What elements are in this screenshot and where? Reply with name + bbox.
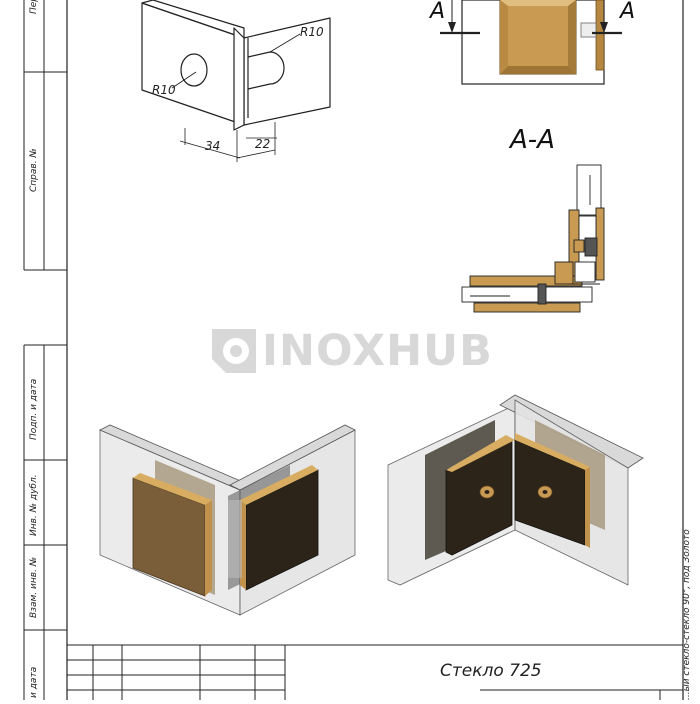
hinge-plate-top-edge	[141, 0, 245, 39]
frame-label-data: и дата	[29, 666, 39, 698]
frame-label-inv-dubl: Инв. № дубл.	[29, 474, 39, 536]
frame-label-sprav: Справ. №	[29, 148, 39, 192]
title-glass-note: Стекло 725	[440, 661, 542, 681]
section-title: A-A	[508, 125, 555, 155]
frame-label-vzam-inv: Взам. инв. №	[29, 556, 39, 618]
hinge-isometric-drawing	[141, 0, 331, 162]
frame-label-podp-data: Подп. и дата	[29, 378, 39, 440]
hinge-plate-thickness	[233, 27, 245, 131]
section-mark-right: A	[618, 0, 635, 24]
title-block	[67, 644, 683, 700]
dimension-width-34: 34	[205, 139, 220, 153]
render-hinge-bronze	[99, 424, 356, 616]
hinge-hole-left	[180, 53, 208, 87]
front-view-drawing	[440, 0, 622, 85]
left-margin-strip	[23, 0, 67, 700]
frame-label-perv: Перв.	[29, 0, 39, 14]
dimension-radius-right: R10	[300, 25, 324, 39]
render-hinge-dark	[387, 394, 644, 586]
dimension-width-22: 22	[255, 137, 270, 151]
dimension-radius-left: R10	[152, 83, 176, 97]
inoxhub-logo-icon	[212, 329, 256, 373]
section-aa-drawing	[461, 164, 605, 313]
watermark: INOXHUB	[212, 326, 493, 376]
product-description: ...ый стекло-стекло 90°, под Золото	[682, 529, 692, 700]
section-mark-left: A	[428, 0, 445, 24]
watermark-text: INOXHUB	[262, 325, 493, 376]
hinge-slot-right	[247, 51, 285, 90]
